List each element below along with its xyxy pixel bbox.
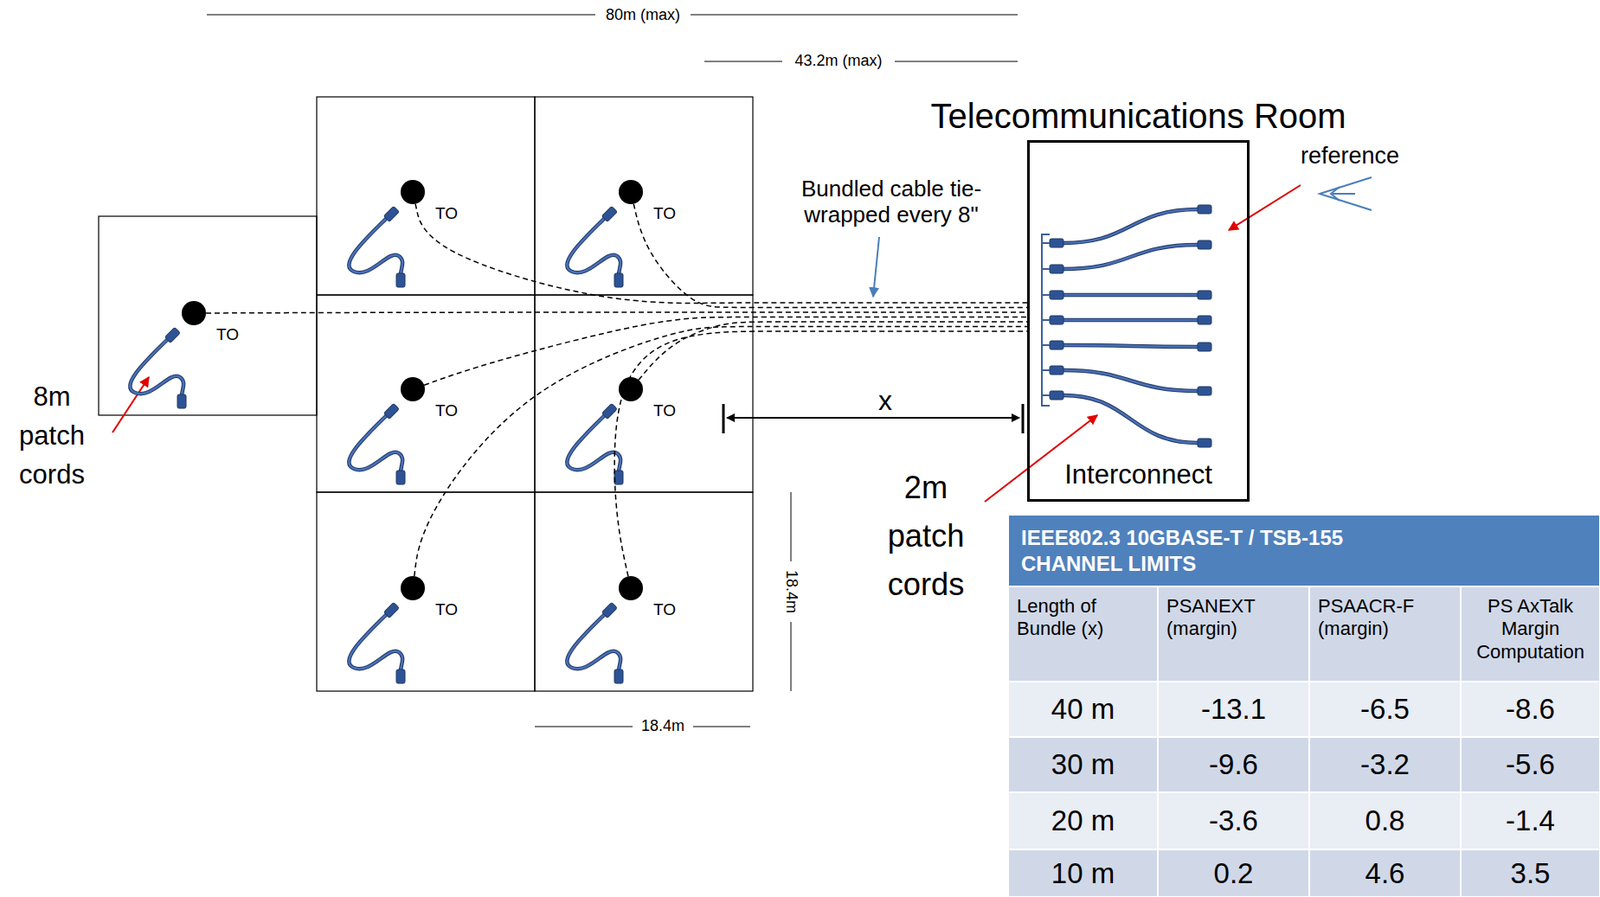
table-cell-background bbox=[1460, 849, 1600, 897]
table-cell-background bbox=[1309, 849, 1461, 897]
telecom-outlet: TO bbox=[400, 179, 425, 205]
office-grid bbox=[98, 96, 753, 692]
table-header-cell: PSAACR-F (margin) bbox=[1309, 586, 1461, 682]
table-cell: 3.5 bbox=[1460, 849, 1600, 897]
outlet-label: TO bbox=[435, 204, 458, 224]
outlet-label: TO bbox=[435, 401, 458, 421]
table-cell: 20 m bbox=[1008, 792, 1158, 850]
telecom-outlet: TO bbox=[618, 179, 643, 205]
interconnect-cord bbox=[1041, 205, 1212, 248]
table-cell: 30 m bbox=[1008, 737, 1158, 793]
table-cell-background bbox=[1008, 792, 1158, 850]
table-header-cell: Length of Bundle (x) bbox=[1008, 586, 1158, 682]
table-title: IEEE802.3 10GBASE-T / TSB-155 CHANNEL LI… bbox=[1021, 517, 1430, 585]
table-cell: -3.2 bbox=[1309, 737, 1461, 793]
table-cell-background bbox=[1309, 792, 1461, 850]
cable-run bbox=[638, 321, 1028, 380]
cable-run bbox=[205, 311, 1028, 314]
dimension-label: 80m (max) bbox=[595, 5, 691, 26]
telecom-outlet: TO bbox=[400, 377, 425, 402]
table-cell: -5.6 bbox=[1460, 737, 1600, 793]
callout-label: 8m patch cords bbox=[6, 378, 97, 498]
interconnect-bracket bbox=[1041, 234, 1050, 406]
dimension-label: 18.4m bbox=[780, 561, 802, 623]
table-cell: -3.6 bbox=[1157, 792, 1310, 850]
table-cell-background bbox=[1460, 681, 1600, 738]
patch-cord bbox=[348, 404, 405, 485]
interconnect-cord bbox=[1041, 340, 1212, 352]
interconnect-cord bbox=[1041, 240, 1212, 274]
telecom-outlet: TO bbox=[618, 377, 643, 402]
room-label: Interconnect bbox=[1029, 459, 1247, 491]
table-cell: -9.6 bbox=[1157, 737, 1310, 793]
room-heading: Telecommunications Room bbox=[930, 96, 1346, 136]
telecom-outlet: TO bbox=[181, 301, 206, 326]
telecom-outlet: TO bbox=[400, 576, 425, 601]
table-cell-background bbox=[1157, 681, 1310, 738]
table-cell-background bbox=[1008, 681, 1158, 738]
patch-cord bbox=[566, 603, 624, 684]
dimension-label: x bbox=[867, 383, 903, 418]
outlet-label: TO bbox=[435, 600, 458, 620]
table-cell-background bbox=[1008, 849, 1158, 897]
callout-arrows bbox=[112, 185, 1301, 502]
dimension-lines bbox=[206, 14, 1018, 727]
table-cell-background bbox=[1460, 737, 1600, 793]
bundle-note: Bundled cable tie-wrapped every 8" bbox=[772, 171, 1010, 234]
interconnect-cord bbox=[1041, 290, 1212, 300]
table-cell-background bbox=[1309, 737, 1461, 793]
reference-label: reference bbox=[1289, 141, 1411, 171]
table-header-cell: PSANEXT (margin) bbox=[1157, 586, 1310, 682]
table-cell: -1.4 bbox=[1460, 792, 1600, 850]
callout-label: 2m patch cords bbox=[873, 463, 978, 611]
patch-cord bbox=[348, 603, 405, 684]
table-cell-background bbox=[1157, 792, 1310, 850]
outlet-label: TO bbox=[216, 325, 239, 345]
patch-cord bbox=[129, 327, 187, 409]
table-cell-background bbox=[1157, 737, 1310, 793]
patch-cords bbox=[129, 205, 1212, 684]
table-header-cell: PS AxTalk Margin Computation bbox=[1460, 586, 1600, 682]
dimension-label: 18.4m bbox=[632, 716, 694, 738]
interconnect-cord bbox=[1041, 366, 1212, 396]
outlet-label: TO bbox=[653, 401, 676, 421]
table-cell: 0.8 bbox=[1309, 792, 1461, 850]
table-cell-background bbox=[1460, 792, 1600, 850]
patch-cord bbox=[348, 206, 405, 288]
telecom-outlet: TO bbox=[618, 576, 643, 601]
table-cell: 10 m bbox=[1008, 849, 1158, 897]
outlet-label: TO bbox=[653, 204, 676, 224]
table-cell: 0.2 bbox=[1157, 849, 1310, 897]
bundle-pointer-arrow bbox=[873, 237, 880, 297]
reference-eye-icon bbox=[1319, 177, 1372, 211]
outlet-label: TO bbox=[653, 600, 676, 620]
table-cell-background bbox=[1309, 681, 1461, 738]
interconnect-cord bbox=[1041, 391, 1212, 448]
patch-cord bbox=[566, 206, 624, 288]
bundle-length-dimension bbox=[723, 404, 1023, 434]
table-cell: 40 m bbox=[1008, 681, 1158, 738]
interconnect-cord bbox=[1041, 315, 1212, 325]
table-cell-background bbox=[1157, 849, 1310, 897]
table-cell: -13.1 bbox=[1157, 681, 1310, 738]
limits-table-background bbox=[1008, 514, 1600, 897]
table-cell-background bbox=[1008, 737, 1158, 793]
table-cell: -6.5 bbox=[1309, 681, 1461, 738]
table-cell: 4.6 bbox=[1309, 849, 1461, 897]
telecom-room-box: Telecommunications RoomInterconnect bbox=[1027, 140, 1250, 502]
cable-run bbox=[614, 331, 1028, 577]
dimension-label: 43.2m (max) bbox=[782, 51, 895, 72]
table-cell: -8.6 bbox=[1460, 681, 1600, 738]
